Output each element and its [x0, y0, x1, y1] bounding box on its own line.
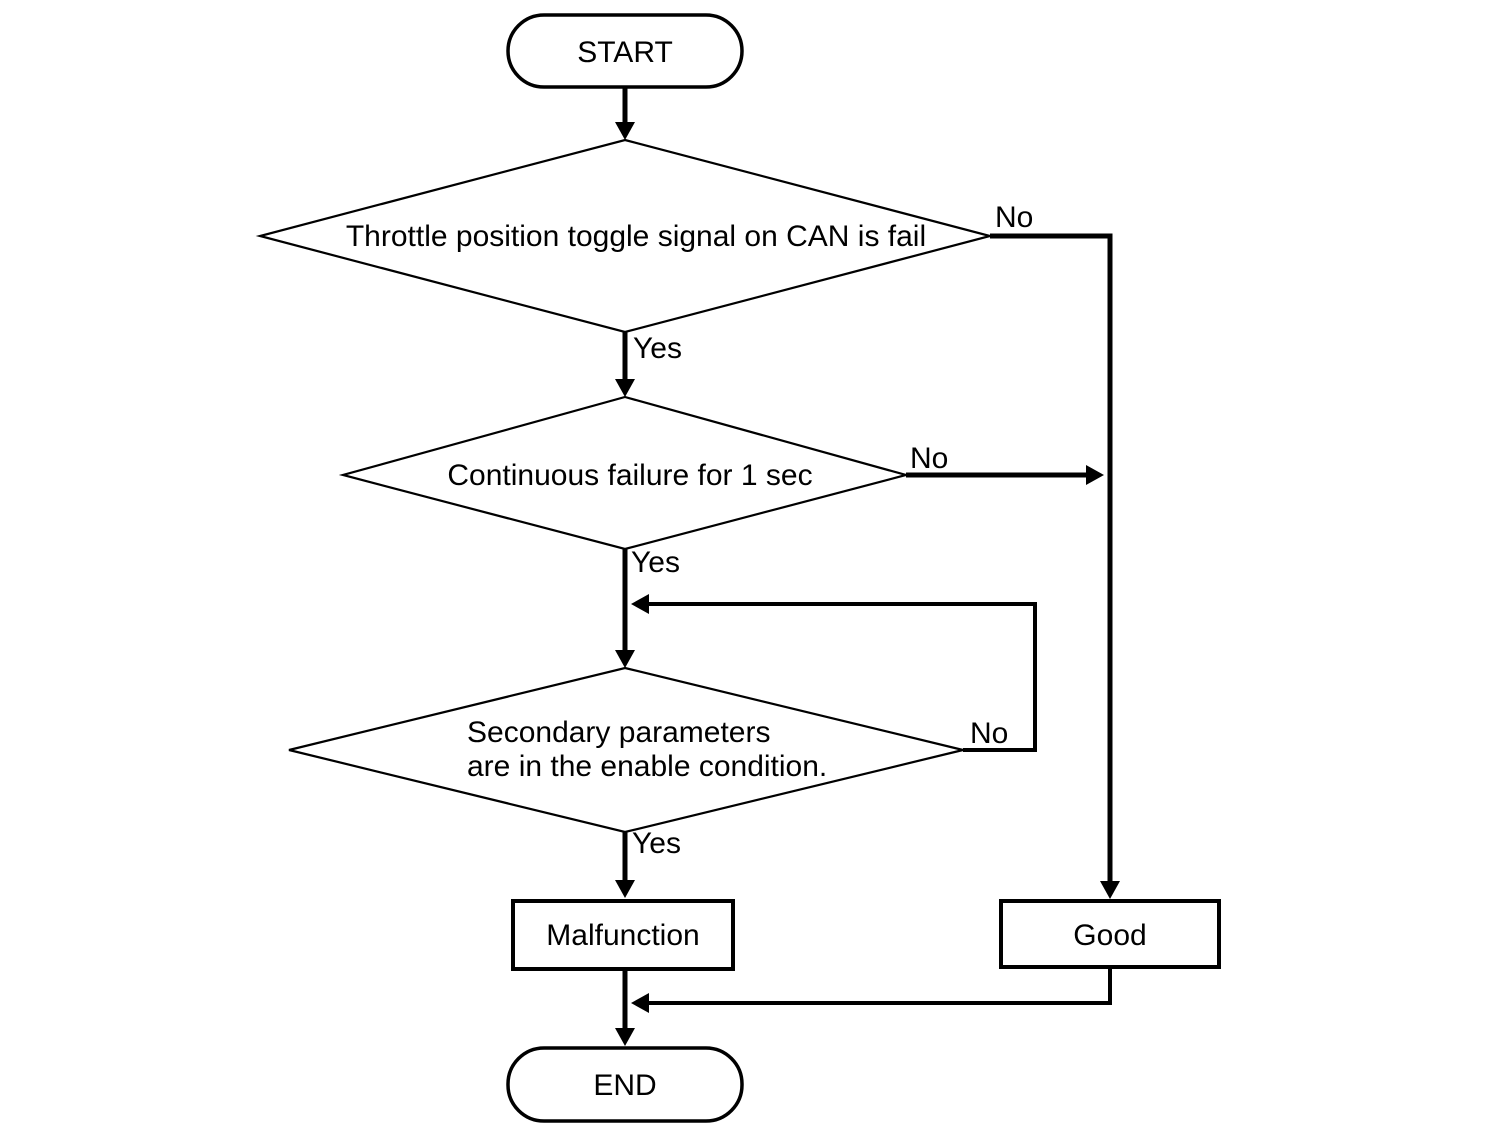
good-label: Good [1073, 919, 1146, 952]
end-terminator-shape [506, 1046, 744, 1123]
decision2-diamond-shape [338, 395, 911, 551]
connector-decision3-no-loopback [631, 594, 1037, 752]
connector-decision2-no-to-good-line [906, 465, 1104, 485]
node-end: END [506, 1046, 744, 1123]
connector-line [649, 969, 1112, 1005]
arrowhead-down-icon [615, 122, 635, 140]
connector-decision1-yes-to-decision2 [615, 332, 635, 397]
edge-label-decision2-yes: Yes [631, 546, 680, 579]
connector-good-to-end-join [631, 969, 1112, 1013]
connector-malfunction-to-end [615, 969, 635, 1046]
malfunction-label: Malfunction [546, 919, 699, 952]
edge-label-decision3-no: No [970, 717, 1008, 750]
good-box-shape [999, 899, 1221, 969]
decision3-diamond-shape [288, 666, 964, 834]
connector-line [990, 233, 1113, 883]
arrowhead-left-icon [631, 594, 649, 614]
edge-label-decision1-yes: Yes [633, 332, 682, 365]
arrowhead-left-icon [631, 993, 649, 1013]
decision2-label: Continuous failure for 1 sec [447, 459, 812, 492]
edge-label-decision1-no: No [995, 201, 1033, 234]
connector-start-to-decision1 [615, 87, 635, 140]
decision3-label-line1: Secondary parameters [467, 716, 771, 749]
node-decision-continuous-failure: Continuous failure for 1 sec [338, 395, 911, 551]
connector-decision1-no-to-good [990, 233, 1120, 899]
decision3-label-line2: are in the enable condition. [467, 750, 827, 783]
arrowhead-down-icon [615, 379, 635, 397]
connector-line [649, 602, 1037, 752]
node-decision-secondary-parameters: Secondary parameters are in the enable c… [288, 666, 964, 834]
arrowhead-down-icon [1100, 881, 1120, 899]
end-label: END [593, 1069, 656, 1102]
node-decision-throttle-signal: Throttle position toggle signal on CAN i… [255, 138, 995, 334]
arrowhead-right-icon [1086, 465, 1104, 485]
node-malfunction: Malfunction [511, 899, 735, 971]
arrowhead-down-icon [615, 1028, 635, 1046]
edge-label-decision3-yes: Yes [632, 827, 681, 860]
arrowhead-down-icon [615, 880, 635, 898]
malfunction-box-shape [511, 899, 735, 971]
edge-label-decision2-no: No [910, 442, 948, 475]
node-start: START [506, 13, 744, 89]
decision1-diamond-shape [255, 138, 995, 334]
arrowhead-down-icon [615, 650, 635, 668]
start-label: START [577, 36, 673, 69]
start-terminator-shape [506, 13, 744, 89]
node-good: Good [999, 899, 1221, 969]
decision1-label: Throttle position toggle signal on CAN i… [346, 220, 926, 253]
connector-decision3-yes-to-malfunction [615, 832, 635, 898]
connector-decision2-yes-to-decision3 [615, 549, 635, 668]
